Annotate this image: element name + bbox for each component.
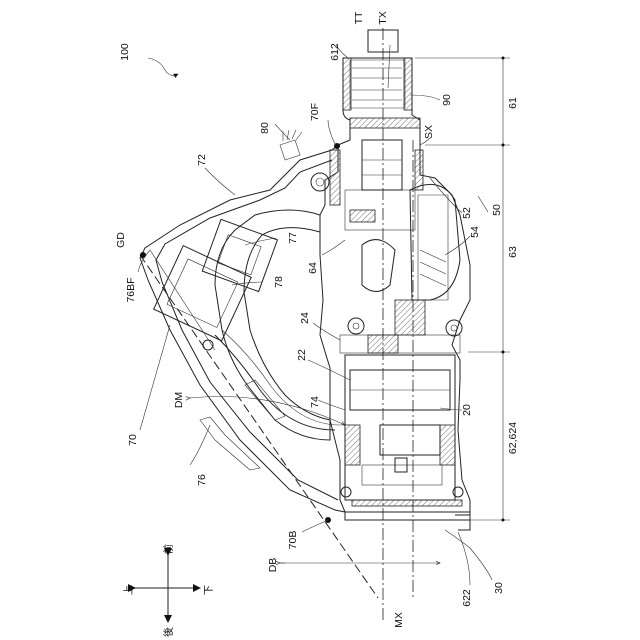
label-22: 22	[296, 349, 308, 361]
label-TT: TT	[353, 11, 365, 24]
label-70B: 70B	[287, 531, 299, 550]
reference-points	[140, 143, 340, 523]
label-SX: SX	[423, 125, 435, 139]
label-72: 72	[196, 154, 208, 166]
label-74: 74	[309, 396, 321, 408]
label-50: 50	[491, 204, 503, 216]
motor	[341, 355, 470, 530]
label-64: 64	[307, 262, 319, 274]
label-90: 90	[441, 94, 453, 106]
handle	[140, 130, 345, 512]
label-76BF: 76BF	[125, 277, 137, 302]
label-52: 52	[461, 207, 473, 219]
label-30: 30	[493, 582, 505, 594]
label-612: 612	[329, 43, 341, 61]
direction-up-label: 上	[123, 585, 135, 595]
label-63: 63	[507, 246, 519, 258]
label-24: 24	[299, 312, 311, 324]
label-622: 622	[461, 589, 473, 607]
direction-label-group: 上 前 下 後	[123, 544, 215, 637]
label-70F: 70F	[309, 103, 321, 121]
label-54: 54	[469, 226, 481, 238]
label-DB: DB	[267, 558, 279, 573]
direction-down-label: 下	[204, 585, 215, 595]
label-62-624: 62,624	[507, 422, 519, 454]
figure-pointer-arrow	[148, 58, 178, 75]
direction-front-label: 前	[162, 544, 175, 554]
label-76: 76	[196, 474, 208, 486]
label-20: 20	[461, 404, 473, 416]
label-TX: TX	[377, 11, 389, 24]
label-figure-number: 100	[119, 43, 131, 61]
label-77: 77	[287, 232, 299, 244]
label-78: 78	[273, 276, 285, 288]
label-DM: DM	[173, 392, 185, 408]
label-MX: MX	[393, 612, 405, 628]
label-70: 70	[127, 434, 139, 446]
label-80: 80	[259, 122, 271, 134]
label-61: 61	[507, 97, 519, 109]
label-GD: GD	[115, 232, 127, 248]
direction-rear-label: 後	[162, 627, 175, 637]
direction-cross	[135, 555, 200, 622]
center-lines	[140, 28, 413, 620]
